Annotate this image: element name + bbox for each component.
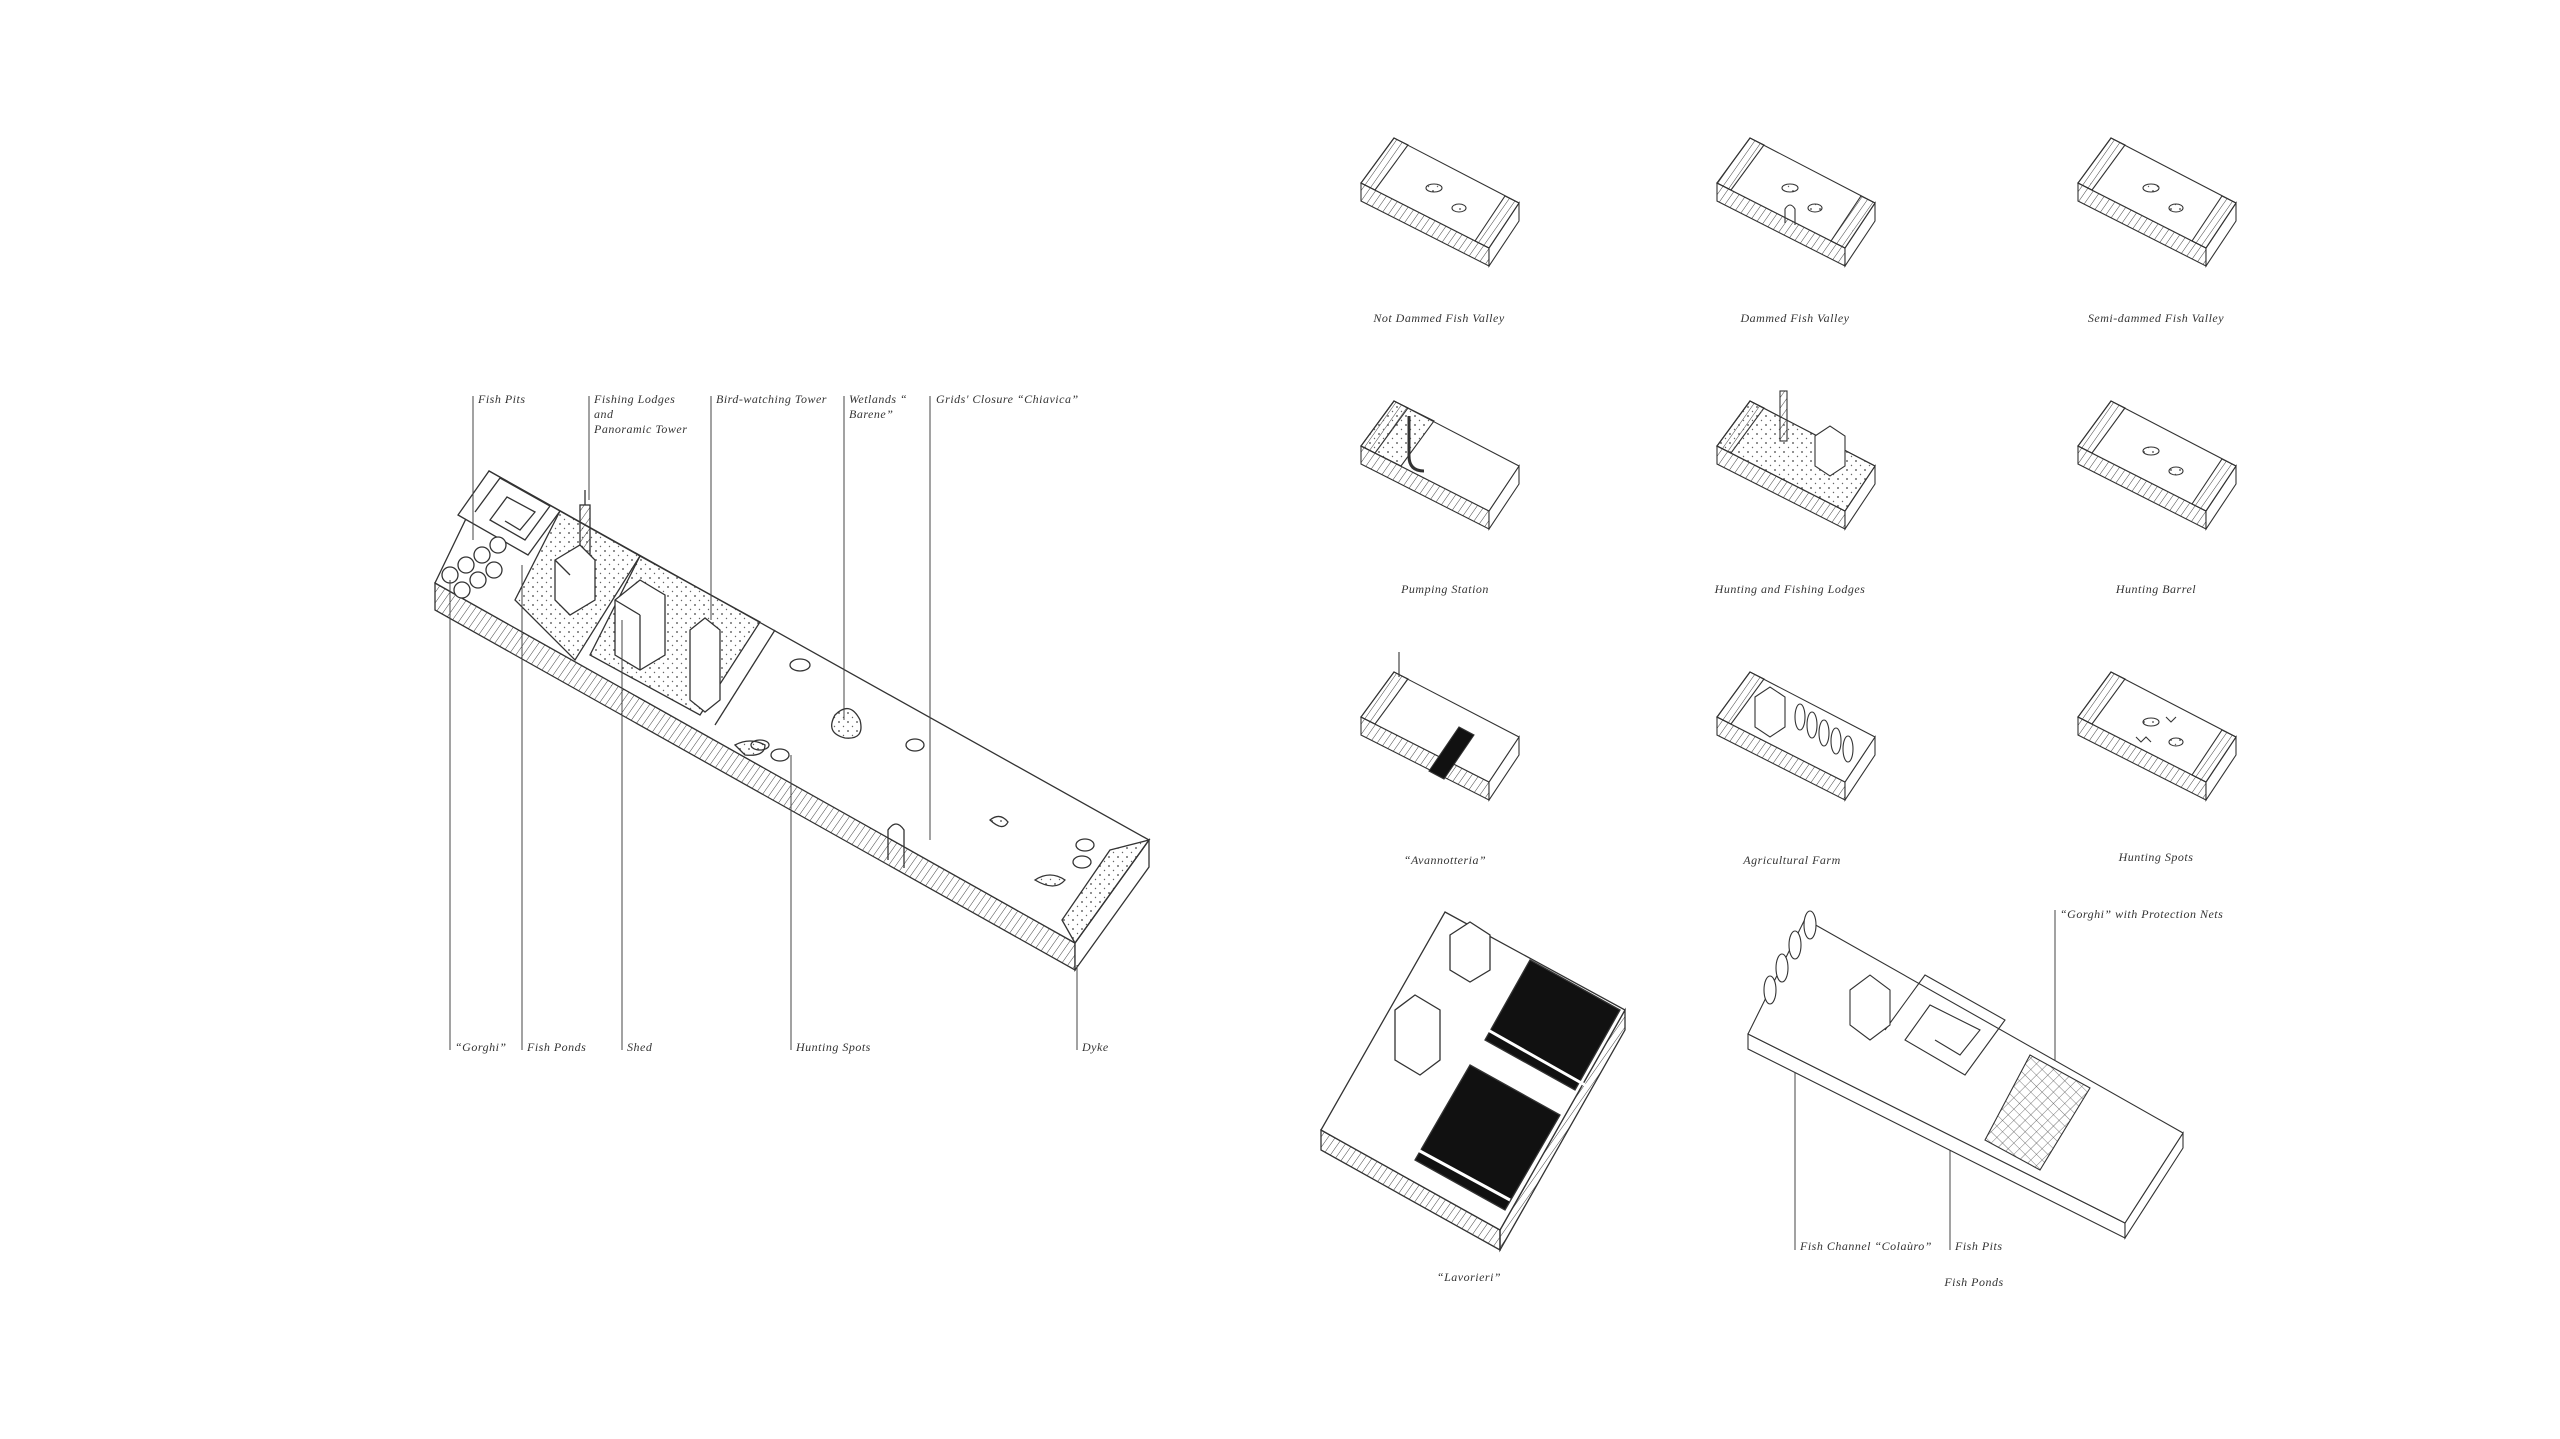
main-axonometric-strip (434, 470, 1151, 973)
caption-avannotteria: “Avannotteria” (1403, 853, 1487, 867)
caption-dammed-fish-valley: Dammed Fish Valley (1740, 311, 1850, 325)
tile-wetland-blob (2142, 183, 2160, 193)
thumbnail-farm (1716, 671, 1876, 802)
dyke-divider (714, 629, 776, 726)
fish-pits-spiral (1884, 974, 2006, 1076)
thumbnail-lodges (1716, 390, 1876, 531)
tile-hatchery-channel (1428, 726, 1475, 780)
leader-lines (449, 396, 2056, 1250)
tile-dyke-ridge (1360, 671, 1409, 725)
tile-wetland-blob (2168, 203, 2184, 213)
tile-wetland-blob (1781, 183, 1799, 193)
tile-tower (1779, 390, 1788, 442)
caption-hunting-spots: Hunting Spots (2118, 850, 2194, 864)
lavorieri-fish-traps (1417, 1028, 1586, 1202)
thumbnail-plain (2077, 137, 2237, 268)
label-gorghi: “Gorghi” (455, 1040, 507, 1054)
tile-dyke-ridge (2077, 137, 2126, 191)
label-shed: Shed (627, 1040, 653, 1054)
label-fish-ponds: Fish Ponds (527, 1040, 587, 1054)
tile-dyke-ridge (2077, 400, 2126, 454)
label-gorghi-protection-nets: “Gorghi” with Protection Nets (2060, 907, 2224, 921)
tile-wetland-blob (2142, 717, 2160, 727)
thumbnail-pump (1360, 400, 1520, 531)
tile-wetland-blob (2142, 446, 2160, 456)
label-fish-channel-colauro: Fish Channel “Colaùro” (1800, 1239, 1932, 1253)
tile-tree (1806, 711, 1818, 739)
caption-pumping-station: Pumping Station (1401, 582, 1489, 596)
tile-dyke-ridge (1716, 671, 1765, 725)
gorghi-circles (441, 536, 507, 599)
tile-dyke-ridge (1360, 137, 1409, 191)
tile-hunting-marks (2135, 716, 2177, 743)
tile-tree (1794, 703, 1806, 731)
tile-wetland-blob (1425, 183, 1443, 193)
thumbnail-plain (2077, 400, 2237, 531)
label-grids-closure-chiavica: Grids' Closure “Chiavica” (936, 392, 1079, 406)
caption-hunting-fishing-lodges: Hunting and Fishing Lodges (1714, 582, 1866, 596)
lavorieri-water-lower (1414, 1064, 1561, 1211)
tile-wetland-blob (1451, 203, 1467, 213)
spiral-fish-pits (474, 477, 551, 541)
shed (614, 579, 666, 671)
tile-tree (1830, 727, 1842, 755)
tile-wetland-blob (2168, 466, 2184, 476)
wetlands-barene (733, 708, 1066, 887)
lavorieri-block (1320, 911, 1626, 1253)
fish-channel-trees (1763, 910, 1817, 1005)
caption-not-dammed-fish-valley: Not Dammed Fish Valley (1373, 311, 1505, 325)
label-hunting-spots: Hunting Spots (796, 1040, 871, 1054)
fish-ponds-block (1747, 910, 2184, 1240)
thumbnail-plain (1360, 137, 1520, 268)
tile-dyke-ridge (1716, 137, 1765, 191)
label-wetlands-barene: Wetlands “ Barene” (849, 392, 908, 421)
thumbnail-dam (1716, 137, 1876, 268)
tile-tree (1842, 735, 1854, 763)
tile-wetland-blob (2168, 737, 2184, 747)
tile-dyke-ridge (2077, 671, 2126, 725)
label-fish-pits-detail: Fish Pits (1955, 1239, 2003, 1253)
thumbnail-spots (2077, 671, 2237, 802)
caption-hunting-barrel: Hunting Barrel (2115, 582, 2197, 596)
tile-wetland-blob (1807, 203, 1823, 213)
tile-farm-building (1754, 686, 1786, 738)
tile-dyke-ridge-right (1830, 195, 1876, 249)
tile-dyke-ridge-right (2191, 458, 2237, 512)
caption-semi-dammed-fish-valley: Semi-dammed Fish Valley (2087, 311, 2225, 325)
lavorieri-water-upper (1484, 959, 1621, 1091)
caption-lavorieri: “Lavorieri” (1436, 1270, 1502, 1284)
caption-agricultural-farm: Agricultural Farm (1743, 853, 1841, 867)
bird-watching-tower (689, 617, 721, 713)
tile-dotted-ground (1360, 400, 1435, 467)
fish-ponds-lodge (1849, 974, 1891, 1041)
grids-closure-chiavica (887, 823, 905, 868)
label-fish-pits: Fish Pits (478, 392, 526, 406)
caption-fish-ponds: Fish Ponds (1944, 1275, 2004, 1289)
gorghi-protection-nets (1984, 1054, 2091, 1171)
thumbnail-hatchery (1360, 652, 1520, 802)
tile-lodge (1814, 425, 1846, 477)
tile-dyke-ridge-right (1474, 195, 1520, 249)
dyke (1061, 838, 1151, 945)
tile-dyke-ridge-right (2191, 729, 2237, 783)
tile-pump-pipe (1407, 416, 1425, 473)
strip-top (434, 470, 1150, 944)
label-bird-watching-tower: Bird-watching Tower (716, 392, 827, 406)
tile-dyke-ridge-right (2191, 195, 2237, 249)
label-dyke: Dyke (1082, 1040, 1109, 1054)
fishing-lodge (554, 544, 596, 616)
label-fishing-lodges-panoramic-tower: Fishing Lodges and Panoramic Tower (594, 392, 688, 436)
tile-tree (1818, 719, 1830, 747)
tile-dam-gate (1784, 204, 1796, 225)
lavorieri-building (1394, 921, 1491, 1076)
thumbnail-grid (1360, 137, 2237, 802)
